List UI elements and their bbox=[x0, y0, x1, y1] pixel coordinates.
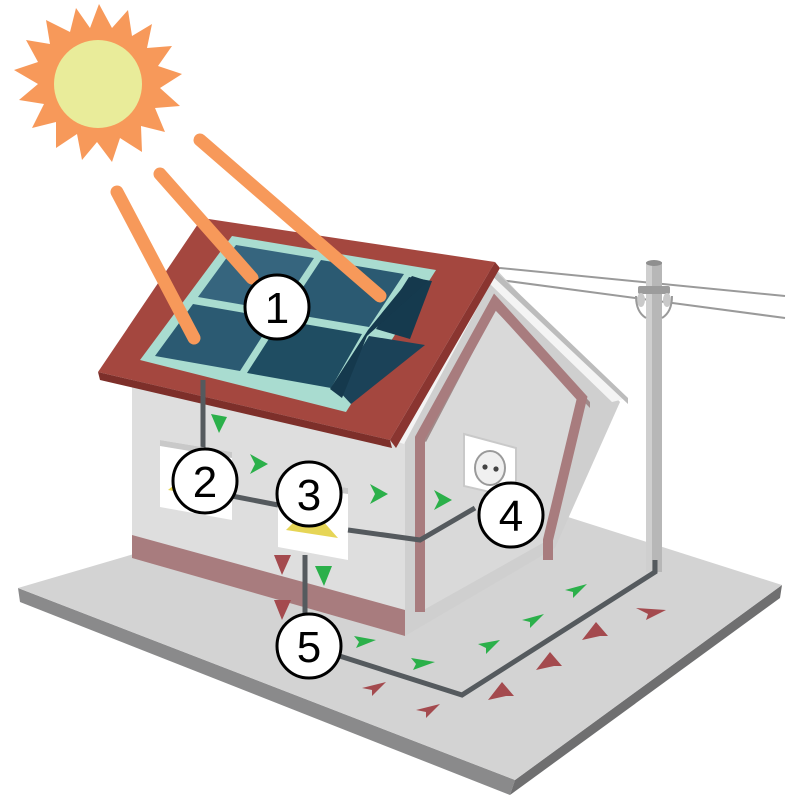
callout-4: 4 bbox=[477, 481, 545, 549]
callout-2-label: 2 bbox=[193, 458, 217, 507]
callout-5-label: 5 bbox=[297, 623, 321, 672]
callout-1-label: 1 bbox=[265, 284, 289, 333]
callout-5: 5 bbox=[275, 612, 343, 680]
sun-icon bbox=[14, 4, 182, 162]
callout-2: 2 bbox=[171, 447, 239, 515]
utility-pole-icon bbox=[635, 260, 673, 572]
callout-1: 1 bbox=[243, 273, 311, 341]
callout-3: 3 bbox=[275, 460, 343, 528]
callout-4-label: 4 bbox=[499, 492, 523, 541]
flow-arrows-incoming bbox=[274, 555, 666, 718]
flow-arrows-outgoing bbox=[211, 414, 587, 670]
callout-3-label: 3 bbox=[297, 471, 321, 520]
sun-rays bbox=[110, 133, 387, 345]
power-socket-icon bbox=[463, 432, 517, 500]
